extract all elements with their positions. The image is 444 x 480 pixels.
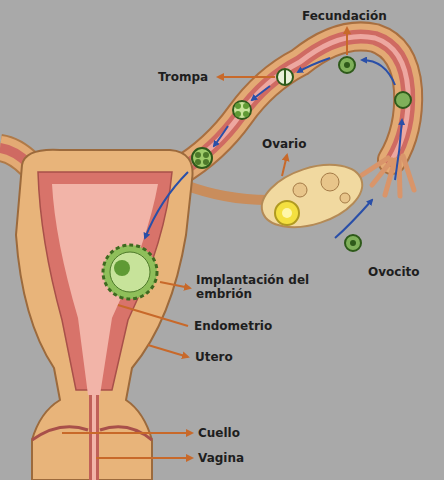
- tube-label: Trompa: [158, 70, 216, 84]
- oocyte-label: Ovocito: [368, 265, 440, 279]
- implantation-label: Implantación del embrión: [196, 273, 314, 301]
- uterus-label: Utero: [195, 350, 285, 364]
- endometrium-label: Endometrio: [194, 319, 314, 333]
- ovary-label: Ovario: [262, 137, 352, 151]
- fertilization-label: Fecundación: [302, 9, 432, 23]
- vagina-label: Vagina: [198, 451, 288, 465]
- cervix-label: Cuello: [198, 426, 288, 440]
